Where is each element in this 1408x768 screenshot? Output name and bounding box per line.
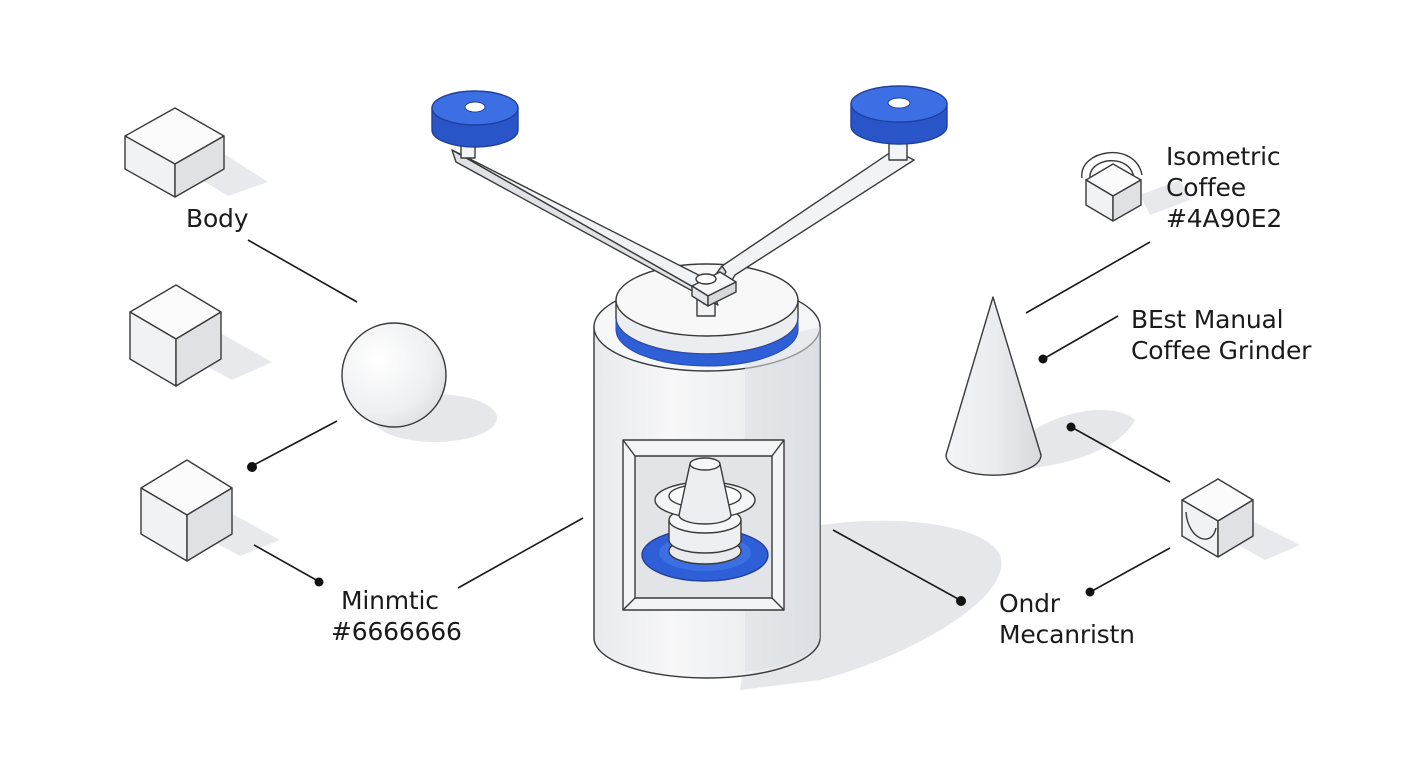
label-isometric-line-1: Isometric [1166, 142, 1281, 171]
cube-icon [124, 107, 268, 198]
label-best-line-1: BEst Manual [1131, 305, 1284, 334]
label-best: BEst Manual Coffee Grinder [1131, 304, 1311, 366]
label-isometric: Isometric Coffee #4A90E2 [1166, 141, 1282, 234]
leader-line [251, 420, 338, 467]
label-ondr: Ondr Mecanristn [999, 588, 1135, 650]
label-best-line-2: Coffee Grinder [1131, 336, 1312, 365]
label-ondr-line-1: Ondr [999, 589, 1060, 618]
label-minmtic: Minmtic #6666666 [331, 585, 462, 647]
label-isometric-line-3: #4A90E2 [1166, 204, 1283, 233]
cone-icon [945, 296, 1135, 476]
leader-dot [1038, 354, 1048, 364]
leader-dot [956, 596, 966, 606]
label-ondr-line-2: Mecanristn [999, 620, 1135, 649]
cube-icon [140, 459, 280, 562]
cube-with-arc-icon [1181, 478, 1300, 560]
leader-line [1044, 315, 1119, 359]
leader-dot [1066, 422, 1076, 432]
coffee-grinder-illustration [431, 85, 1002, 690]
sphere-icon [341, 322, 497, 442]
label-body: Body [186, 203, 249, 234]
label-body-text: Body [186, 204, 249, 233]
cube-with-handle-icon [1081, 152, 1190, 222]
leader-line [247, 239, 358, 303]
leader-line [1072, 427, 1171, 483]
leader-line [832, 529, 961, 601]
label-minmtic-line-2: #6666666 [331, 617, 462, 646]
cube-icon [129, 284, 272, 387]
leader-dot [1085, 587, 1095, 597]
leader-line [457, 517, 584, 589]
leader-dot [247, 462, 257, 472]
label-minmtic-line-1: Minmtic [341, 586, 439, 615]
leader-dot [314, 577, 324, 587]
leader-line [1025, 241, 1151, 314]
leader-line [253, 544, 319, 582]
label-isometric-line-2: Coffee [1166, 173, 1246, 202]
leader-line [1091, 547, 1171, 592]
